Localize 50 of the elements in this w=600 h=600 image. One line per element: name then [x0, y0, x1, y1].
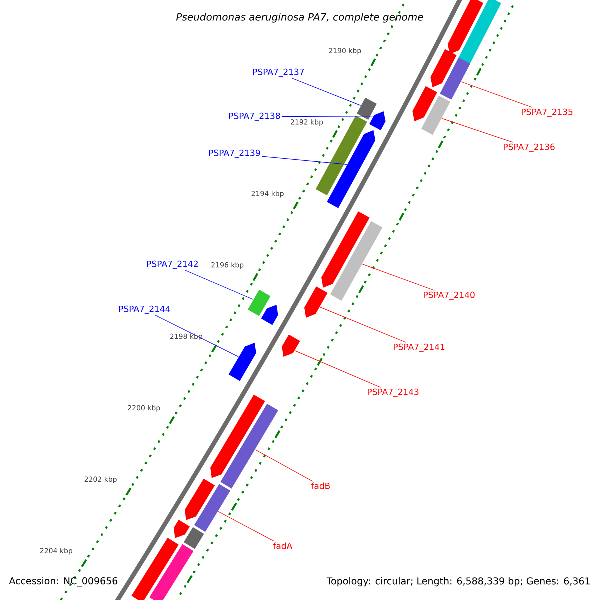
gene-segment [370, 111, 386, 131]
gene-label: PSPA7_2139 [209, 150, 260, 158]
gene-label: PSPA7_2135 [522, 108, 573, 118]
gene-bar [220, 404, 278, 489]
gene-label: PSPA7_2144 [119, 306, 170, 314]
gene-label: PSPA7_2143 [368, 388, 419, 398]
gene-bar [194, 484, 231, 532]
gene-bar [184, 527, 204, 550]
leader-line [155, 315, 239, 358]
gene-label: fadB [311, 482, 330, 490]
footer-text: Accession: NC_009656 [9, 577, 118, 587]
gene-bar [330, 221, 383, 301]
gene-segment [448, 0, 484, 54]
gene-segment [228, 342, 256, 382]
gene-segment [210, 394, 266, 478]
leader-line [255, 450, 314, 482]
footer-text: Topology: circular; Length: 6,588,339 bp; Genes: 6,361 [326, 577, 590, 587]
title: Pseudomonas aeruginosa PA7, complete genome [176, 13, 424, 23]
gene-bar [421, 96, 451, 136]
gene-bar [248, 290, 271, 316]
leader-line [320, 307, 407, 343]
gene-segment [322, 212, 370, 288]
leader-line [282, 116, 374, 118]
gene-bar [150, 544, 194, 600]
gene-bar [132, 538, 179, 600]
gene-label: PSPA7_2138 [229, 112, 280, 122]
gene-segment [304, 286, 328, 318]
gene-label: PSPA7_2141 [394, 344, 445, 352]
leader-line [262, 156, 348, 165]
gene-segment [261, 305, 278, 326]
gene-segment [430, 49, 457, 88]
gene-label: PSPA7_2142 [147, 260, 198, 270]
leader-line [442, 118, 514, 143]
gene-label: fadA [273, 542, 293, 550]
gene-segment [185, 478, 216, 520]
leader-line [184, 270, 254, 300]
gene-segment [282, 334, 300, 358]
leader-line [218, 511, 275, 542]
gene-label: PSPA7_2137 [253, 68, 304, 78]
leader-line [292, 78, 362, 106]
leader-line [461, 82, 533, 108]
gene-segment [412, 86, 438, 122]
gene-bar [357, 98, 377, 120]
leader-line [294, 350, 382, 388]
leader-line [362, 264, 435, 291]
gene-label: PSPA7_2136 [504, 144, 555, 152]
gene-segment [174, 520, 190, 538]
gene-label: PSPA7_2140 [424, 292, 475, 300]
gene-bar [440, 58, 470, 100]
gene-segment [327, 130, 376, 208]
